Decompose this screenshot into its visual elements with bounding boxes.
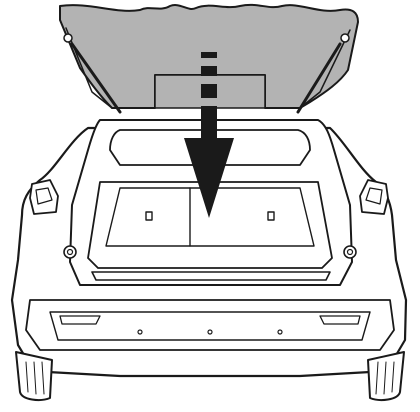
arrow-shaft	[201, 106, 217, 138]
cargo-sill	[92, 272, 330, 280]
hinge-right	[341, 34, 349, 42]
tire-left	[16, 352, 52, 400]
cargo-hook-right	[268, 212, 274, 220]
bumper-sensor-1	[138, 330, 142, 334]
bumper-reflector-right	[320, 316, 360, 324]
arrow-dash-2	[201, 66, 217, 76]
cargo-hook-left	[146, 212, 152, 220]
bumper-sensor-2	[208, 330, 212, 334]
reflector-right	[344, 246, 356, 258]
reflector-left	[64, 246, 76, 258]
tire-right	[368, 352, 404, 400]
arrow-dash-3	[201, 84, 217, 98]
bumper-reflector-left	[60, 316, 100, 324]
hinge-left	[64, 34, 72, 42]
arrow-dash-1	[201, 52, 217, 58]
bumper-sensor-3	[278, 330, 282, 334]
rear-bumper	[26, 300, 394, 350]
